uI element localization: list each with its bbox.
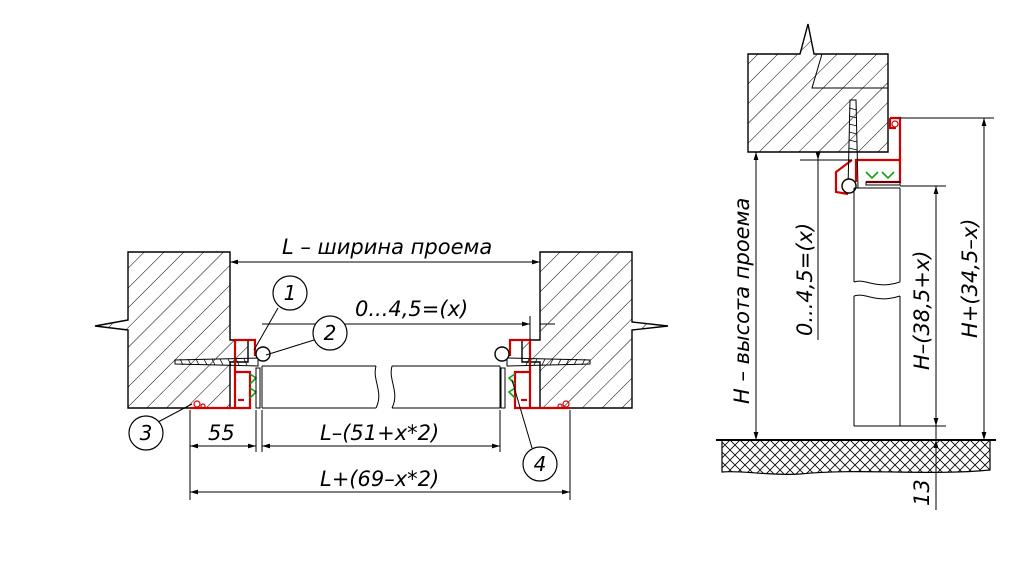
- door-panel: [261, 365, 501, 409]
- width-opening-label: L – ширина проема: [282, 235, 492, 259]
- gap-x-label: 0...4,5=(x): [355, 297, 468, 321]
- section-view: H – высота проема 0...4,5=(x) H–(38,5+x)…: [716, 23, 996, 510]
- right-wall: [521, 251, 669, 409]
- dim-outer: L+(69–x*2): [190, 410, 571, 500]
- dim-13-label: 13: [910, 479, 934, 506]
- height-opening-label: H – высота проема: [730, 198, 754, 404]
- dim-gap-x: 0...4,5=(x): [262, 297, 555, 340]
- dim-outer-height: H+(34,5–x): [900, 117, 994, 440]
- callout-4: 4: [511, 379, 558, 482]
- right-screw: [494, 346, 591, 367]
- dim-height-opening: H – высота проема: [730, 152, 759, 440]
- dim-55-label: 55: [208, 421, 235, 445]
- callout-3-number: 3: [140, 421, 153, 445]
- left-frame-profile: [190, 338, 261, 410]
- callout-2: 2: [265, 315, 348, 356]
- dim-width-opening: L – ширина проема: [230, 235, 540, 265]
- dim-gap-top: 0...4,5=(x): [793, 152, 852, 340]
- callout-3: 3: [128, 403, 193, 451]
- floor: [716, 439, 996, 475]
- callout-2-number: 2: [324, 321, 337, 345]
- left-wall: [94, 251, 249, 409]
- left-screw: [174, 346, 271, 367]
- lintel: [747, 23, 889, 153]
- plan-view: L – ширина проема 0...4,5=(x) 55 L–(51+x…: [94, 235, 669, 500]
- top-frame-profile: [834, 116, 902, 196]
- door-panel-vertical: [853, 187, 901, 427]
- callout-4-number: 4: [534, 452, 547, 476]
- right-frame-profile: [500, 338, 570, 410]
- gap-top-label: 0...4,5=(x): [793, 223, 817, 336]
- dim-panel-height: H–(38,5+x): [900, 185, 946, 427]
- callout-1: 1: [253, 275, 308, 351]
- dim-13: 13: [910, 426, 939, 510]
- dim-inner: L–(51+x*2): [261, 410, 501, 452]
- dim-panel-height-label: H–(38,5+x): [910, 251, 934, 370]
- dim-55: 55: [189, 410, 257, 500]
- dim-outer-label: L+(69–x*2): [320, 467, 439, 491]
- dim-outer-height-label: H+(34,5–x): [958, 219, 982, 338]
- dim-inner-label: L–(51+x*2): [320, 421, 439, 445]
- callout-1-number: 1: [284, 281, 297, 305]
